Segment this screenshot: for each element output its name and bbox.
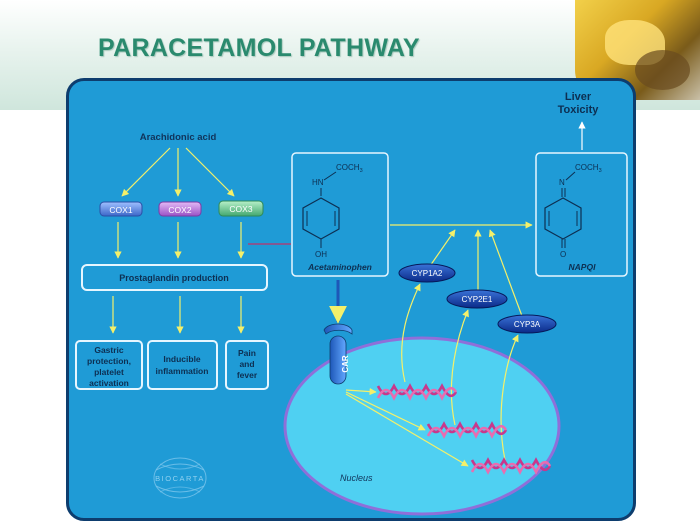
pain-effect-box: Pain and fever [225,340,269,390]
dna-strand-3 [470,457,552,475]
napqi-quinone-ring [544,197,582,240]
cyp2e1-node: CYP2E1 [446,289,508,309]
gastric-line-3: platelet [94,367,124,377]
arrow-car-gene3 [345,393,469,467]
cyp3a-label: CYP3A [514,320,541,329]
prostaglandin-box [81,264,268,291]
dna-strand-2 [426,421,508,439]
cyp2e1-label: CYP2E1 [462,295,493,304]
arrow-arachidonic-cox1 [121,147,171,197]
acetaminophen-coch: COCH3 [336,163,363,174]
arrow-gene2-cyp2e1 [450,309,469,426]
cox2-label: COX2 [168,205,191,215]
nucleus-label: Nucleus [340,473,373,483]
pain-line-1: Pain [238,348,256,358]
cyp1a2-node: CYP1A2 [398,263,456,283]
arrow-gene3-cyp3a [500,334,519,461]
cyp3a-node: CYP3A [497,314,557,334]
car-label: CAR [341,355,350,373]
napqi-label: NAPQI [569,262,597,272]
acetaminophen-label: Acetaminophen [307,262,372,272]
cox3-node: COX3 [218,200,264,217]
inflammation-effect-box: Inducible inflammation [147,340,218,390]
gastric-effect-box: Gastric protection, platelet activation [75,340,143,390]
dna-strand-1 [376,383,458,401]
cox1-node: COX1 [99,201,143,217]
prostaglandin-label: Prostaglandin production [119,273,229,283]
napqi-n: N [559,178,565,187]
napqi-coch: COCH3 [575,163,602,174]
arrow-cyp3a-main [488,229,523,317]
cox1-label: COX1 [109,205,132,215]
cox2-node: COX2 [158,201,202,217]
acetaminophen-hn: HN [312,178,324,187]
ambulance-photo [575,0,700,100]
napqi-o: O [560,250,566,259]
biocarta-logo: BIOCARTA [153,457,207,499]
liver-toxicity-line-1: Liver [565,91,592,103]
acetaminophen-box: HN COCH3 OH Acetaminophen [291,152,389,277]
photo-shadow [635,50,690,90]
pain-line-2: and [239,359,254,369]
arrow-car-gene2 [345,391,426,431]
acetaminophen-oh: OH [315,250,327,259]
gastric-line-1: Gastric [94,345,124,355]
arrow-car-gene1 [345,387,377,396]
biocarta-logo-text: BIOCARTA [155,474,205,483]
napqi-box: COCH3 N O NAPQI [535,152,628,277]
arrow-cyp1a2-main [429,229,456,267]
nucleus-ellipse [283,336,561,516]
arrow-gene1-cyp1a2 [401,283,421,383]
gastric-line-2: protection, [87,356,131,366]
gastric-line-4: activation [89,378,129,388]
arrow-arachidonic-cox3 [185,147,235,197]
acetaminophen-bond-1 [323,171,337,181]
inflammation-line-2: inflammation [156,366,209,376]
cyp1a2-label: CYP1A2 [412,269,443,278]
pain-line-3: fever [237,370,258,380]
car-receptor: CAR [323,323,353,385]
slide-title: PARACETAMOL PATHWAY [98,34,420,62]
inflammation-line-1: Inducible [163,354,201,364]
arachidonic-acid-label: Arachidonic acid [140,132,217,143]
liver-toxicity-line-2: Toxicity [558,104,600,116]
napqi-bond-1 [565,171,576,181]
cox3-label: COX3 [229,204,252,214]
